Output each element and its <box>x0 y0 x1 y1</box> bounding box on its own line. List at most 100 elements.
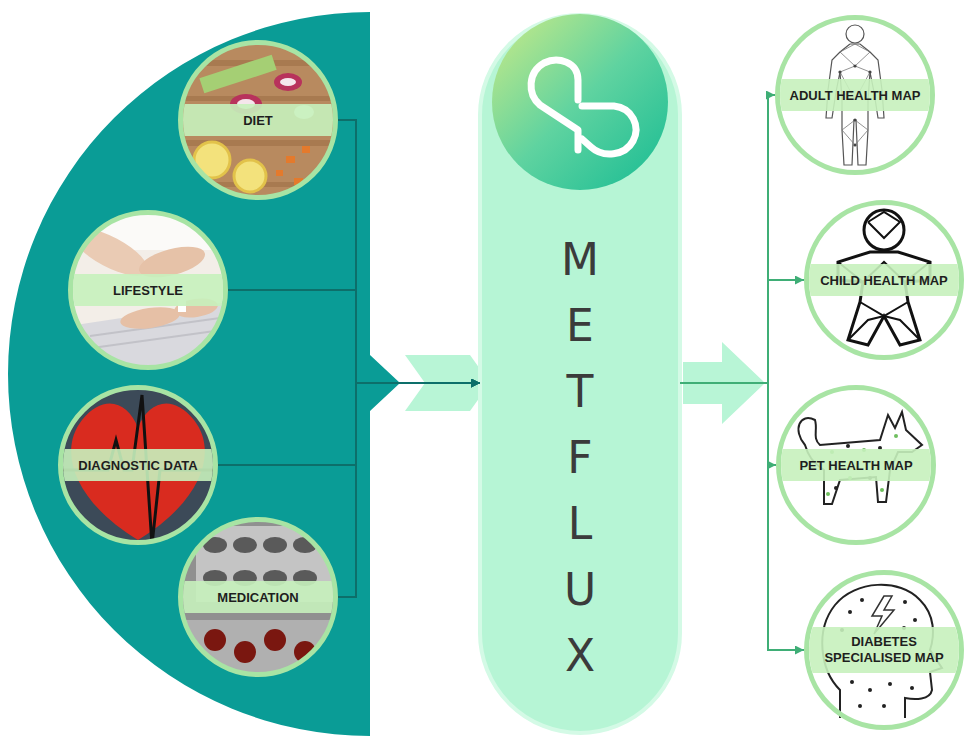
input-circle: DIAGNOSTIC DATA <box>58 385 218 545</box>
node-label: PET HEALTH MAP <box>799 458 912 474</box>
diabetes-head-part <box>910 686 914 690</box>
hub-logo-part <box>582 106 636 154</box>
pet-figure-part <box>798 412 922 504</box>
diet-photo-part <box>178 40 338 200</box>
hub-logo-part <box>492 14 668 190</box>
diabetes-head-part <box>808 574 960 726</box>
pet-figure-part <box>846 444 850 448</box>
diabetes-head-part <box>868 688 872 692</box>
hub-logo <box>492 14 668 190</box>
label-band: DIET <box>183 104 333 136</box>
diet-photo-part <box>286 156 295 163</box>
medication-photo-part <box>203 537 227 553</box>
medication-photo-part <box>204 629 226 651</box>
map-circle: PET HEALTH MAP <box>776 385 936 545</box>
node-label: MEDICATION <box>217 590 298 606</box>
pet-figure <box>780 389 932 541</box>
hub-pill <box>480 15 680 733</box>
medication-photo-part <box>234 641 256 663</box>
diabetes-head-part <box>882 704 886 708</box>
diet-photo-part <box>302 146 310 153</box>
node-label: LIFESTYLE <box>113 283 183 299</box>
pet-figure-part <box>894 434 898 438</box>
lifestyle-photo-part <box>92 330 222 348</box>
map-circle: DIABETES SPECIALISED MAP <box>804 570 964 730</box>
child-figure-part <box>860 302 908 316</box>
medication-photo-part <box>233 537 257 553</box>
pet-figure-part <box>826 492 830 496</box>
flow-connector <box>218 383 480 465</box>
label-band: MEDICATION <box>183 581 333 613</box>
label-band: CHILD HEALTH MAP <box>809 264 959 296</box>
lifestyle-photo <box>66 210 228 370</box>
medication-photo-part <box>264 629 286 651</box>
medication-photo-part <box>293 537 317 553</box>
diet-photo-part <box>274 73 302 91</box>
diabetes-head-part <box>850 680 854 684</box>
node-label: DIAGNOSTIC DATA <box>78 458 197 474</box>
label-band: LIFESTYLE <box>73 274 223 306</box>
diet-photo <box>178 40 338 200</box>
map-circle: ADULT HEALTH MAP <box>775 15 935 175</box>
input-circle: DIET <box>178 40 338 200</box>
diabetes-head-part <box>903 600 907 604</box>
hub-name: METFLUX <box>558 227 602 689</box>
input-circle: MEDICATION <box>178 517 338 677</box>
pet-figure-part <box>834 486 838 490</box>
child-figure-part <box>864 210 904 250</box>
adult-figure-part <box>846 25 864 43</box>
medication-photo <box>178 517 340 680</box>
label-band: DIAGNOSTIC DATA <box>63 449 213 481</box>
flow-connector <box>680 95 775 383</box>
flow-connector <box>228 290 480 383</box>
map-circle: CHILD HEALTH MAP <box>804 200 964 360</box>
diagnostic-photo-part <box>58 395 218 545</box>
pet-figure-part <box>780 389 932 541</box>
hub-logo-part <box>531 60 578 150</box>
adult-figure-part <box>838 70 841 73</box>
diet-photo-part <box>276 170 283 176</box>
flow-connector <box>338 120 480 383</box>
flow-connector <box>680 383 804 650</box>
adult-figure <box>779 19 931 171</box>
diagnostic-photo-part <box>58 385 218 545</box>
diabetes-head-part <box>860 598 864 602</box>
child-figure <box>808 204 960 356</box>
node-label: DIABETES SPECIALISED MAP <box>814 634 954 666</box>
flow-connector <box>680 383 776 465</box>
adult-figure-part <box>868 70 871 73</box>
child-figure-part <box>868 212 900 238</box>
child-figure-part <box>848 316 920 340</box>
medication-photo-part <box>180 620 340 680</box>
diet-photo-part <box>199 55 276 94</box>
diet-photo-part <box>194 142 230 178</box>
lifestyle-photo-part <box>119 304 181 332</box>
diabetes-head-part <box>888 682 892 686</box>
node-label: CHILD HEALTH MAP <box>820 273 948 289</box>
label-band: PET HEALTH MAP <box>781 449 931 481</box>
flow-connector <box>338 383 480 597</box>
diabetes-head-part <box>848 610 852 614</box>
medication-photo-part <box>294 641 316 663</box>
diabetes-head <box>808 574 960 726</box>
node-label: ADULT HEALTH MAP <box>790 88 921 104</box>
hub-pill: METFLUX <box>480 15 680 733</box>
pet-figure-part <box>880 488 884 492</box>
diagnostic-photo <box>58 385 218 545</box>
node-label: DIET <box>243 113 273 129</box>
adult-figure-part <box>853 118 856 121</box>
diet-photo-part <box>280 78 296 86</box>
diabetes-head-part <box>858 704 862 708</box>
adult-figure-part <box>840 44 870 66</box>
label-band: DIABETES SPECIALISED MAP <box>809 627 959 673</box>
medication-photo-part <box>263 537 287 553</box>
child-figure-part <box>808 204 960 356</box>
input-circle: LIFESTYLE <box>68 210 228 370</box>
adult-figure-part <box>842 120 868 145</box>
adult-figure-part <box>853 64 856 67</box>
label-band: ADULT HEALTH MAP <box>780 79 930 111</box>
diabetes-head-part <box>913 618 917 622</box>
diet-photo-part <box>294 178 303 185</box>
